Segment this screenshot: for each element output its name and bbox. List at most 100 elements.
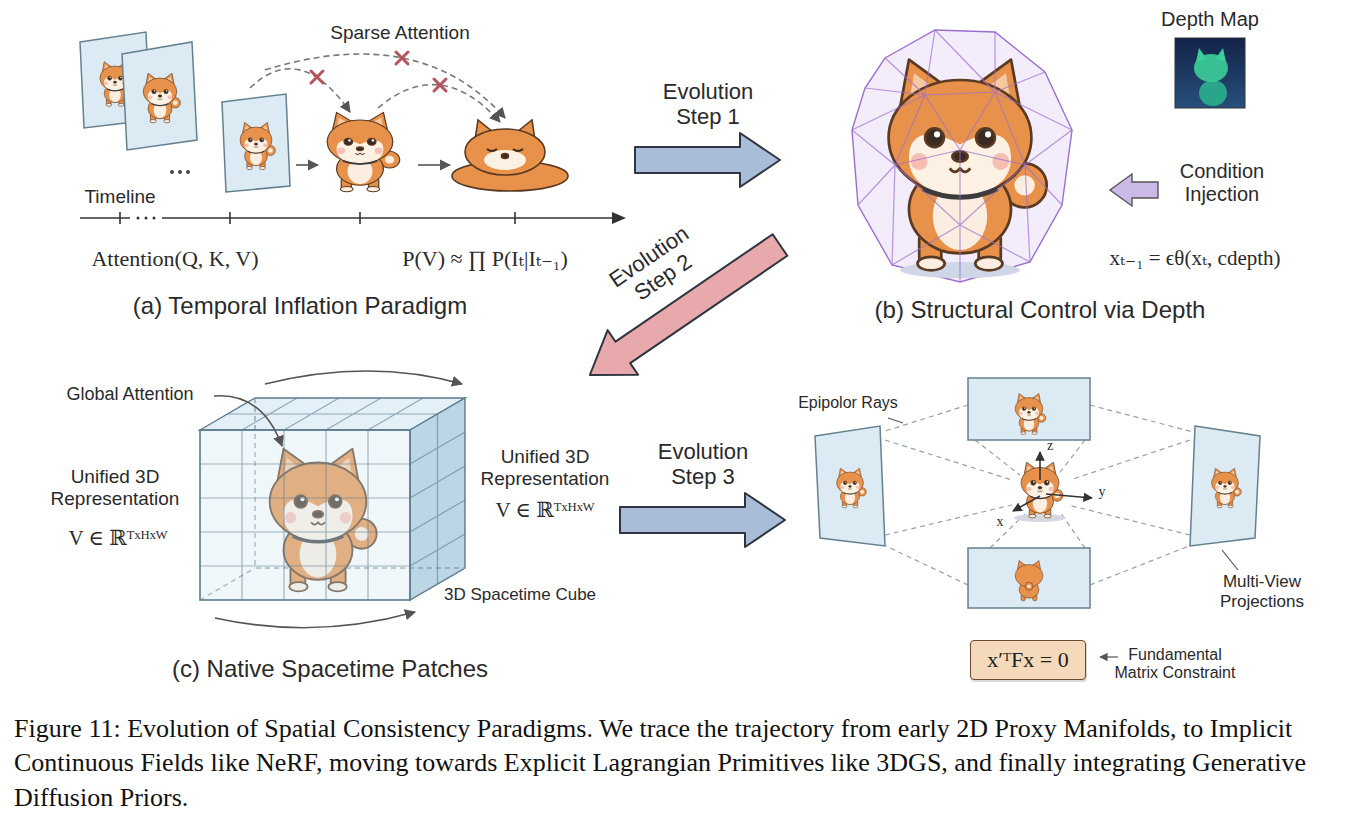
formula: x′ᵀFx = 0 — [987, 647, 1068, 672]
formula: P(V) ≈ ∏ P(Iₜ|Iₜ₋₁) — [402, 246, 568, 271]
annotation: Global Attention — [66, 384, 193, 405]
formula: V ∈ ℝᵀˣᴴˣᵂ — [496, 498, 595, 522]
figure-caption: Figure 11: Evolution of Spatial Consiste… — [14, 712, 1344, 815]
depth-mesh-fill — [852, 30, 1072, 282]
view-frame — [1015, 394, 1046, 435]
video-frames — [122, 42, 197, 150]
annotation: Fundamental Matrix Constraint — [1105, 646, 1245, 683]
arrow-label: Evolution Step 1 — [648, 79, 766, 130]
view-frame — [837, 468, 867, 508]
attention-arrow — [214, 396, 282, 446]
evolution-arrow — [635, 133, 780, 187]
video-frames — [240, 122, 275, 169]
timeline-axis — [137, 217, 140, 220]
frame-arrow — [296, 164, 318, 166]
blocked-mark — [311, 71, 323, 83]
spacetime-cube — [200, 430, 410, 600]
spacetime-cube — [410, 414, 465, 584]
melting-dog — [452, 120, 568, 191]
timeline-axis — [514, 212, 516, 224]
spacetime-cube — [200, 430, 410, 600]
blocked-mark — [311, 52, 446, 91]
sparse-attention-arcs — [250, 54, 505, 122]
coordinate-axes — [1039, 452, 1041, 480]
spacetime-cube — [228, 398, 438, 430]
sparse-attention-arcs — [378, 85, 500, 122]
timeline-axis — [145, 217, 148, 220]
condition-arrow — [1110, 174, 1158, 206]
coordinate-axes — [1013, 452, 1092, 511]
annotation: Multi-View Projections — [1202, 572, 1322, 611]
panel-caption: (a) Temporal Inflation Paradigm — [133, 292, 467, 320]
panel-caption: (b) Structural Control via Depth — [875, 296, 1206, 324]
melting-dog — [487, 149, 523, 151]
attention-arrow — [215, 612, 415, 628]
arrow-label: Evolution Step 3 — [643, 439, 761, 490]
annotation: Unified 3D Representation — [470, 446, 620, 490]
axis-label: z — [1047, 438, 1053, 454]
axis-label: Timeline — [84, 186, 155, 208]
blocked-mark — [434, 79, 446, 91]
depth-map: Depth Map — [1150, 4, 1270, 112]
leader-line — [1222, 550, 1238, 570]
arrow-label: Evolution Step 2 — [593, 213, 719, 321]
sparse-attention-arcs — [250, 69, 350, 112]
view-frame — [815, 378, 1260, 608]
spacetime-cube — [200, 398, 465, 600]
attention-arrow — [214, 371, 462, 628]
lying-dog — [327, 112, 400, 191]
formula-box: x′ᵀFx = 0 — [970, 640, 1085, 679]
depth-map-image — [1175, 38, 1245, 108]
timeline-axis — [229, 212, 231, 224]
evolution-arrow — [620, 493, 785, 547]
coordinate-axes — [1046, 494, 1092, 498]
timeline-axis — [80, 212, 626, 224]
axis-label: x — [997, 514, 1004, 530]
panel-caption: (c) Native Spacetime Patches — [172, 655, 488, 683]
view-frame — [1212, 468, 1242, 508]
video-frames — [178, 170, 182, 174]
panel: Condition Injectionxₜ₋₁ = ϵθ(xₜ, cdepth)… — [780, 10, 1325, 335]
blocked-mark — [396, 52, 408, 64]
depth-map-image — [1199, 80, 1227, 106]
depth-mesh-fill — [852, 30, 1072, 282]
video-frames — [186, 170, 190, 174]
heading: Depth Map — [1161, 8, 1259, 31]
depth-map-image — [1175, 38, 1245, 108]
depth-mesh-lines — [852, 30, 1072, 282]
shiba-dog — [1014, 514, 1066, 522]
video-frames — [170, 170, 174, 174]
annotation: Unified 3D Representation — [40, 466, 190, 510]
video-frames — [143, 73, 180, 123]
melting-dog — [502, 154, 509, 159]
coordinate-axes — [1013, 496, 1040, 511]
formula: V ∈ ℝᵀˣᴴˣᵂ — [69, 526, 168, 550]
view-frame — [968, 378, 1090, 440]
timeline-axis — [359, 212, 361, 224]
attention-arrow — [265, 371, 462, 384]
leader-line — [1100, 656, 1118, 657]
timeline-axis — [80, 217, 130, 219]
annotation: Condition Injection — [1157, 160, 1287, 206]
spacetime-cube — [200, 398, 465, 600]
view-frame — [1190, 426, 1260, 546]
shiba-dog — [1021, 462, 1063, 518]
spacetime-cube — [410, 398, 465, 600]
panel: Sparse AttentionTimelineAttention(Q, K, … — [60, 15, 635, 335]
view-frame — [815, 426, 885, 546]
formula: Attention(Q, K, V) — [91, 246, 258, 271]
timeline-axis — [119, 212, 121, 224]
video-frames — [222, 94, 290, 192]
frame-arrow — [418, 164, 450, 166]
depth-map-image — [1194, 54, 1228, 82]
video-frames — [80, 32, 290, 192]
lying-dog — [327, 112, 400, 191]
timeline-axis — [153, 217, 156, 220]
condition-arrow — [1110, 174, 1158, 206]
view-frame — [1015, 561, 1043, 601]
epipolar-ray — [885, 440, 1190, 548]
view-frame — [968, 548, 1090, 608]
annotation: Epipolor Rays — [798, 394, 898, 412]
melting-dog — [484, 150, 526, 170]
